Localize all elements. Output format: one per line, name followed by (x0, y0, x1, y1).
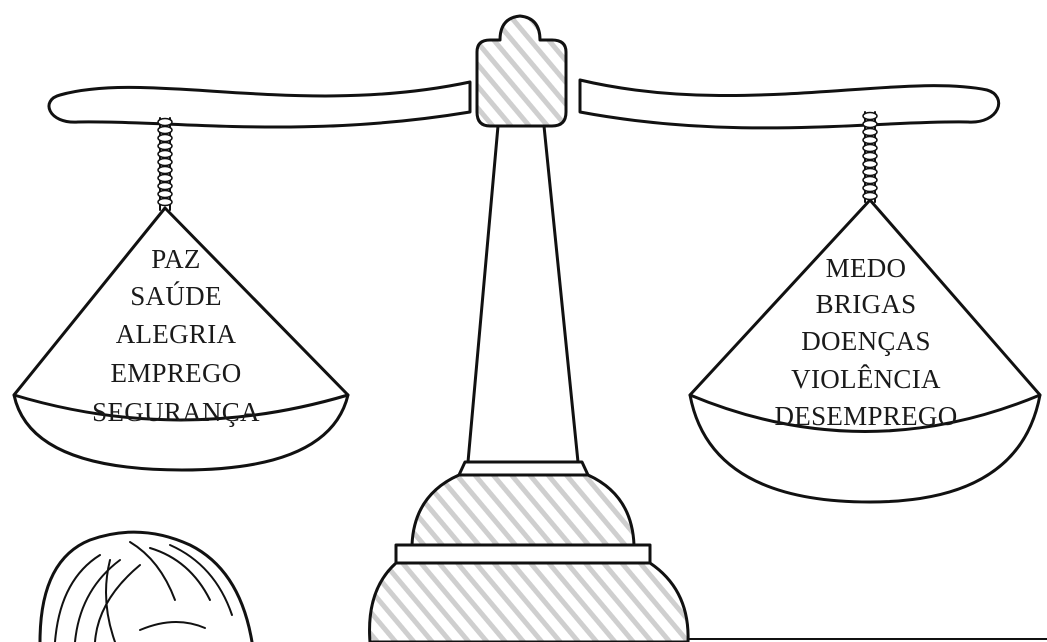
chain-link (157, 141, 173, 151)
left-pan-word: ALEGRIA (116, 319, 237, 349)
chain-link (862, 191, 878, 201)
chain-link (157, 197, 173, 207)
right-pan-word: DOENÇAS (801, 326, 931, 356)
chain-link (157, 173, 173, 183)
right-chain-links (862, 111, 878, 201)
scale-column (466, 124, 580, 464)
scale-beam (47, 78, 1001, 130)
chain-link (862, 159, 878, 169)
chain-link (862, 167, 878, 177)
left-pan: PAZ SAÚDE ALEGRIA EMPREGO SEGURANÇA (12, 206, 350, 472)
chain-link (862, 151, 878, 161)
chain-link (157, 117, 173, 127)
right-pan: MEDO BRIGAS DOENÇAS VIOLÊNCIA DESEMPREGO (688, 198, 1042, 504)
left-pan-word: SEGURANÇA (92, 397, 260, 427)
scale-base (368, 460, 690, 642)
right-pan-word: DESEMPREGO (774, 401, 957, 431)
right-pan-word: BRIGAS (816, 289, 917, 319)
left-pan-word: PAZ (151, 244, 200, 274)
left-pan-word: EMPREGO (110, 358, 241, 388)
chain-link (862, 127, 878, 137)
left-chain-links (157, 117, 173, 207)
chain-link (862, 111, 878, 121)
child-head-drawing (38, 530, 254, 642)
chain-link (157, 157, 173, 167)
right-pan-word: MEDO (826, 253, 907, 283)
chain-link (862, 135, 878, 145)
chain-link (157, 165, 173, 175)
chain-link (862, 143, 878, 153)
right-pan-word: VIOLÊNCIA (791, 364, 941, 394)
chain-link (157, 149, 173, 159)
chain-link (862, 183, 878, 193)
chain-link (157, 125, 173, 135)
chain-link (157, 181, 173, 191)
chain-link (157, 133, 173, 143)
chain-link (862, 175, 878, 185)
left-pan-word: SAÚDE (130, 281, 222, 311)
scale-top-knob (475, 14, 568, 128)
chain-link (157, 189, 173, 199)
chain-link (862, 119, 878, 129)
